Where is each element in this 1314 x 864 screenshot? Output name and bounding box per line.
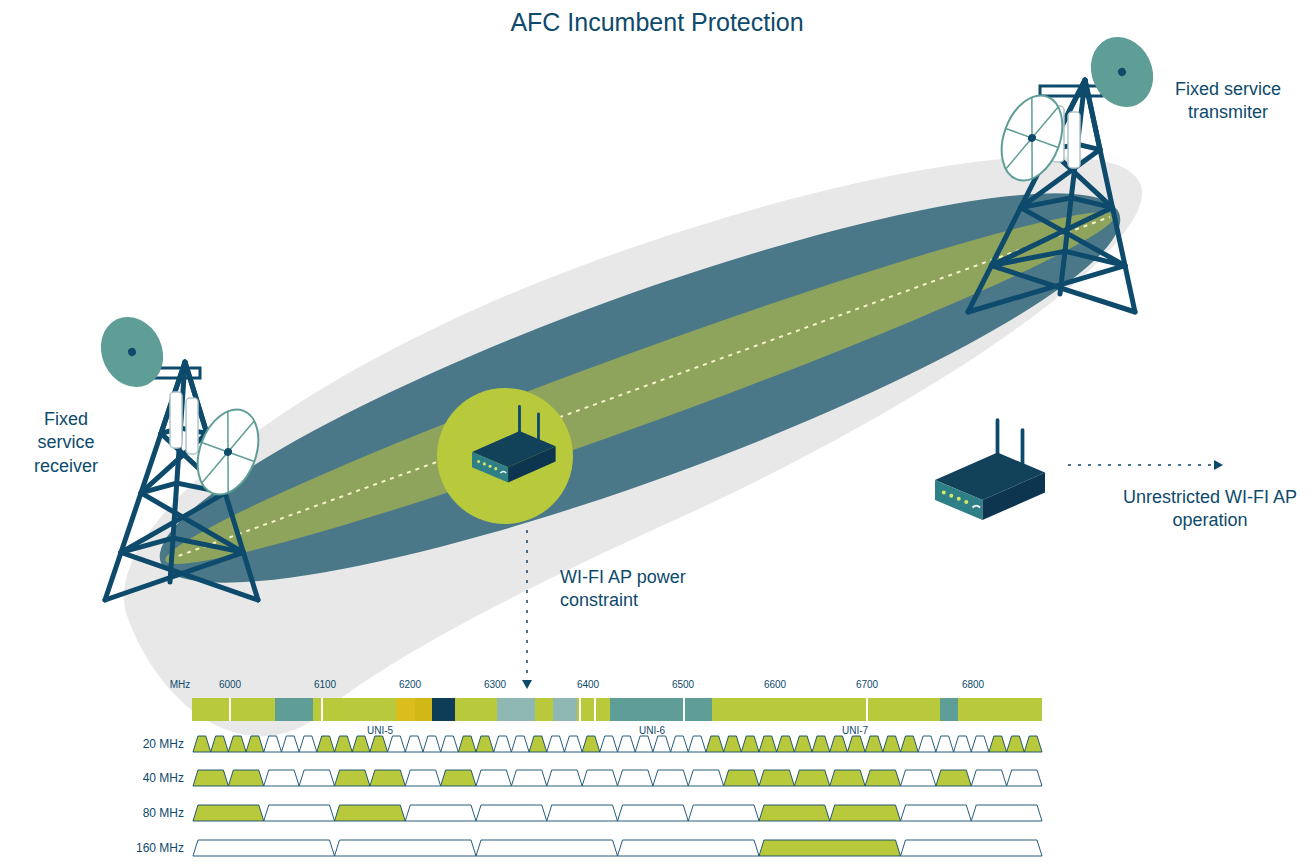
dish-antenna bbox=[90, 307, 175, 398]
interference-zone bbox=[68, 76, 1217, 770]
beam-pattern bbox=[68, 76, 1217, 770]
frequency-tick: 6200 bbox=[390, 677, 430, 693]
title: AFC Incumbent Protection bbox=[0, 6, 1314, 39]
unrestricted-router bbox=[935, 420, 1045, 520]
frequency-tick: 6300 bbox=[475, 677, 515, 693]
panel-antenna bbox=[1068, 112, 1080, 168]
channel-width-label: 40 MHz bbox=[104, 770, 184, 786]
receiver-tower bbox=[90, 307, 270, 600]
channel-width-label: 80 MHz bbox=[104, 805, 184, 821]
leader-line bbox=[526, 530, 528, 680]
channel-row bbox=[193, 770, 1042, 786]
channel-row bbox=[193, 736, 1042, 752]
band-label: UNI-6 bbox=[622, 723, 682, 739]
dish-antenna bbox=[991, 87, 1074, 189]
frequency-tick: 6700 bbox=[847, 677, 887, 693]
frequency-tick: 6400 bbox=[568, 677, 608, 693]
band-label: UNI-7 bbox=[825, 723, 885, 739]
channel-width-label: 160 MHz bbox=[104, 840, 184, 856]
callout-label: WI-FI AP power constraint bbox=[560, 566, 720, 613]
panel-antenna bbox=[186, 398, 198, 454]
band-label: UNI-5 bbox=[350, 723, 410, 739]
constrained-router bbox=[472, 406, 556, 482]
channel-row bbox=[193, 805, 1042, 821]
tower-label: Fixed service transmiter bbox=[1173, 78, 1283, 125]
channel-width-label: 20 MHz bbox=[104, 736, 184, 752]
dish-antenna bbox=[1080, 27, 1165, 118]
callout-label: Unrestricted WI-FI AP operation bbox=[1110, 486, 1310, 533]
leader-line bbox=[1068, 464, 1212, 466]
dish-antenna bbox=[187, 401, 270, 503]
link-path bbox=[170, 217, 1110, 559]
transmitter-tower bbox=[968, 27, 1164, 312]
frequency-tick: MHz bbox=[160, 677, 200, 693]
frequency-tick: 6100 bbox=[305, 677, 345, 693]
arrowhead bbox=[522, 680, 532, 689]
outer-beam bbox=[129, 127, 1150, 649]
panel-antenna bbox=[170, 392, 182, 448]
arrowhead bbox=[1214, 460, 1223, 470]
spectrum-bar bbox=[192, 698, 1042, 721]
frequency-tick: 6000 bbox=[210, 677, 250, 693]
frequency-tick: 6500 bbox=[663, 677, 703, 693]
channel-row bbox=[193, 840, 1042, 856]
frequency-tick: 6800 bbox=[953, 677, 993, 693]
constrained-ap-zone bbox=[437, 388, 573, 524]
main-beam bbox=[153, 181, 1127, 594]
tower-label: Fixed service receiver bbox=[16, 408, 116, 478]
frequency-tick: 6600 bbox=[755, 677, 795, 693]
